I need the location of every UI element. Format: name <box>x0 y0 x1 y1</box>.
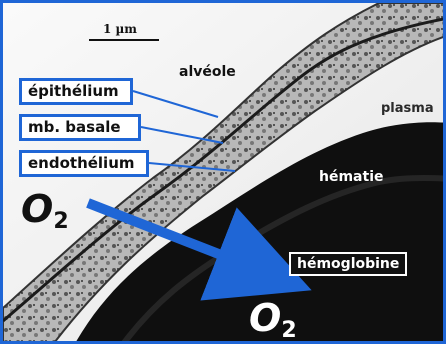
plasma-label: plasma <box>381 101 434 116</box>
oxygen-label-bottom: O2 <box>249 299 297 342</box>
basale-label: mb. basale <box>19 114 141 141</box>
epithelium-label: épithélium <box>19 78 133 105</box>
scale-bar <box>89 39 159 41</box>
alveole-label: alvéole <box>179 64 236 80</box>
hemoglobine-label: hémoglobine <box>289 252 407 276</box>
o2-main: O <box>249 296 281 340</box>
o2-sub: 2 <box>53 209 68 234</box>
o2-sub: 2 <box>281 318 296 343</box>
oxygen-label-top: O2 <box>21 190 69 233</box>
o2-main: O <box>21 187 53 231</box>
hematie-label: hématie <box>319 169 383 185</box>
endothelium-label: endothélium <box>19 150 149 177</box>
scale-bar-label: 1 µm <box>103 22 137 36</box>
